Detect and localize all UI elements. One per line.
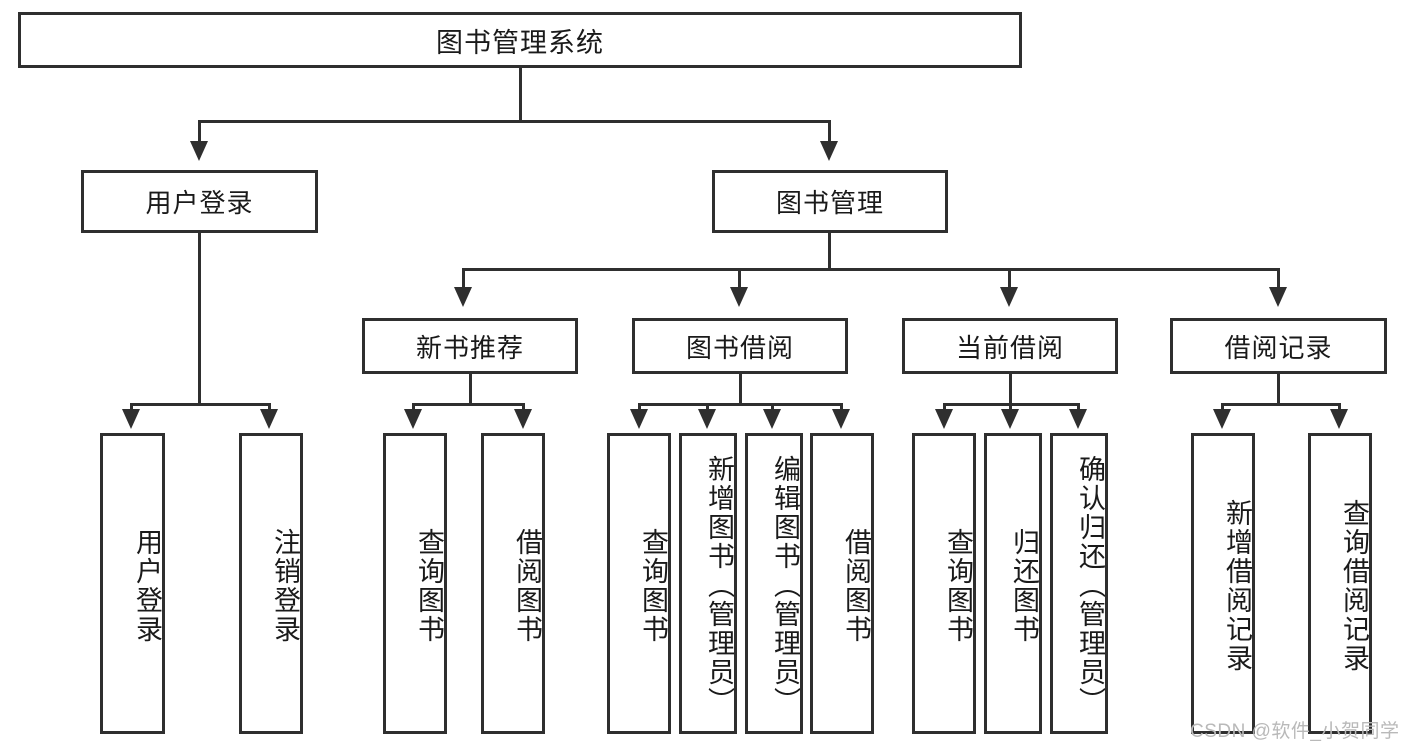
edge-currentborrow-leaf3: [1077, 403, 1080, 410]
edge-bookborrow-bar: [638, 403, 843, 406]
arrow-bookborrow-leaf1: [630, 409, 648, 429]
arrow-to-logout-leaf: [260, 409, 278, 429]
leaf-label: 编辑图书（管理员）: [770, 455, 800, 716]
edge-bookborrow-leaf3: [771, 403, 774, 410]
leaf-label: 确认归还（管理员）: [1075, 455, 1105, 716]
edge-currentborrow-down: [1009, 374, 1012, 405]
node-user-login[interactable]: 用户登录: [81, 170, 318, 233]
edge-login-leaf2: [268, 403, 271, 410]
edge-borrowrecord-leaf2: [1338, 403, 1341, 410]
leaf-confirm-return-admin[interactable]: 确认归还（管理员）: [1050, 433, 1108, 734]
node-book-management[interactable]: 图书管理: [712, 170, 948, 233]
leaf-label: 用户登录: [132, 527, 162, 644]
arrow-to-new-book: [454, 287, 472, 307]
leaf-label: 借阅图书: [512, 527, 542, 644]
edge-login-bar: [130, 403, 271, 406]
arrow-to-bookmgmt: [820, 141, 838, 161]
leaf-label: 借阅图书: [841, 527, 871, 644]
edge-login-leaf1: [130, 403, 133, 410]
leaf-query-book-current[interactable]: 查询图书: [912, 433, 976, 734]
edge-borrowrecord-leaf1: [1221, 403, 1224, 410]
edge-root-bar: [198, 120, 831, 123]
arrow-to-user-login-leaf: [122, 409, 140, 429]
arrow-bookborrow-leaf2: [698, 409, 716, 429]
edge-bookborrow-leaf1: [638, 403, 641, 410]
edge-to-current-borrow: [1008, 268, 1011, 288]
arrow-borrowrecord-leaf1: [1213, 409, 1231, 429]
leaf-label: 归还图书: [1009, 527, 1039, 644]
node-label: 图书管理系统: [436, 27, 604, 58]
arrow-to-current-borrow: [1000, 287, 1018, 307]
edge-root-to-bookmgmt: [828, 120, 831, 143]
edge-to-new-book: [462, 268, 465, 288]
arrow-currentborrow-leaf3: [1069, 409, 1087, 429]
node-label: 图书管理: [775, 188, 884, 218]
leaf-edit-book-admin[interactable]: 编辑图书（管理员）: [745, 433, 803, 734]
node-label: 图书借阅: [685, 332, 794, 363]
leaf-query-book-borrow[interactable]: 查询图书: [607, 433, 671, 734]
arrow-to-login: [190, 141, 208, 161]
edge-to-book-borrow: [738, 268, 741, 288]
leaf-label: 注销登录: [270, 527, 300, 644]
leaf-label: 新增借阅记录: [1222, 498, 1252, 673]
leaf-label: 查询图书: [414, 527, 444, 644]
edge-newbook-leaf1: [412, 403, 415, 410]
node-label: 新书推荐: [415, 332, 524, 363]
edge-bookmgmt-down: [828, 233, 831, 270]
leaf-label: 查询图书: [638, 527, 668, 644]
leaf-label: 新增图书（管理员）: [704, 455, 734, 716]
leaf-add-borrow-record[interactable]: 新增借阅记录: [1191, 433, 1255, 734]
node-label: 当前借阅: [955, 332, 1064, 363]
leaf-return-book[interactable]: 归还图书: [984, 433, 1042, 734]
edge-currentborrow-leaf1: [943, 403, 946, 410]
edge-login-down: [198, 233, 201, 403]
node-root-system[interactable]: 图书管理系统: [18, 12, 1022, 68]
edge-currentborrow-leaf2: [1009, 403, 1012, 410]
arrow-to-book-borrow: [730, 287, 748, 307]
edge-root-to-login: [198, 120, 201, 143]
leaf-query-book-recommend[interactable]: 查询图书: [383, 433, 447, 734]
arrow-to-borrow-record: [1269, 287, 1287, 307]
leaf-label: 查询图书: [943, 527, 973, 644]
edge-borrowrecord-bar: [1221, 403, 1341, 406]
edge-to-borrow-record: [1277, 268, 1280, 288]
edge-bookborrow-leaf2: [706, 403, 709, 410]
node-new-book-recommend[interactable]: 新书推荐: [362, 318, 578, 374]
edge-borrowrecord-down: [1277, 374, 1280, 405]
edge-bookborrow-leaf4: [840, 403, 843, 410]
arrow-newbook-leaf2: [514, 409, 532, 429]
arrow-currentborrow-leaf2: [1001, 409, 1019, 429]
node-label: 用户登录: [145, 188, 254, 218]
leaf-query-borrow-record[interactable]: 查询借阅记录: [1308, 433, 1372, 734]
arrow-bookborrow-leaf3: [763, 409, 781, 429]
leaf-borrow-book-recommend[interactable]: 借阅图书: [481, 433, 545, 734]
node-current-borrow[interactable]: 当前借阅: [902, 318, 1118, 374]
edge-root-down: [519, 68, 522, 120]
leaf-label: 查询借阅记录: [1339, 498, 1369, 673]
edge-bookborrow-down: [739, 374, 742, 405]
edge-newbook-down: [469, 374, 472, 405]
arrow-bookborrow-leaf4: [832, 409, 850, 429]
watermark-csdn: CSDN @软件_小贺同学: [1190, 721, 1400, 742]
arrow-newbook-leaf1: [404, 409, 422, 429]
node-label: 借阅记录: [1224, 332, 1333, 363]
node-book-borrow[interactable]: 图书借阅: [632, 318, 848, 374]
leaf-user-login[interactable]: 用户登录: [100, 433, 165, 734]
edge-level3-bar: [462, 268, 1280, 271]
edge-newbook-leaf2: [522, 403, 525, 410]
node-borrow-record[interactable]: 借阅记录: [1170, 318, 1387, 374]
leaf-add-book-admin[interactable]: 新增图书（管理员）: [679, 433, 737, 734]
edge-newbook-bar: [412, 403, 525, 406]
leaf-logout[interactable]: 注销登录: [239, 433, 303, 734]
arrow-currentborrow-leaf1: [935, 409, 953, 429]
leaf-borrow-book[interactable]: 借阅图书: [810, 433, 874, 734]
arrow-borrowrecord-leaf2: [1330, 409, 1348, 429]
